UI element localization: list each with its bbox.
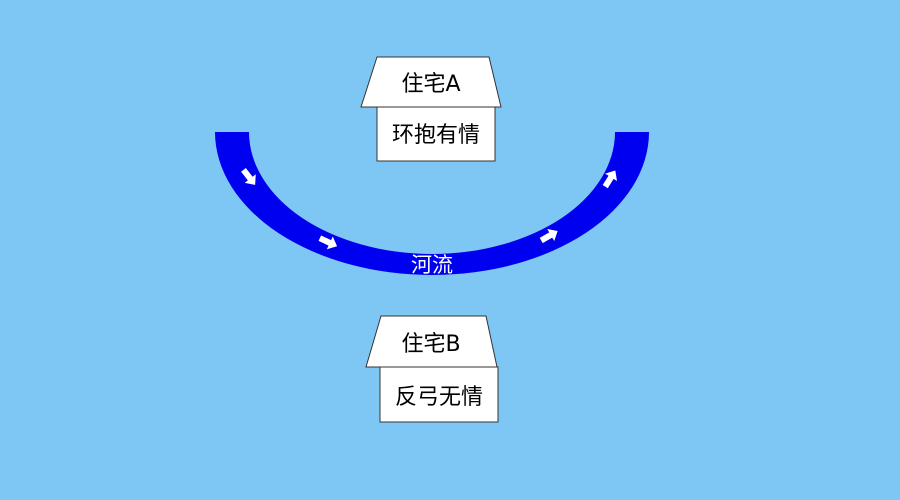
house-a-body-label: 环抱有情 [392,123,480,148]
house-b-body-label: 反弓无情 [395,385,483,410]
house-a-roof-label: 住宅A [401,72,460,97]
house-b: 住宅B 反弓无情 [365,315,499,423]
river-arrows [241,168,617,250]
house-b-body [379,366,499,423]
flow-direction-arrow-icon [602,170,617,189]
house-a-body [376,106,496,162]
flow-direction-arrow-icon [318,235,338,250]
house-a-roof [360,56,502,108]
river-label: 河流 [411,253,453,277]
flow-direction-arrow-icon [241,168,256,185]
flow-direction-arrow-icon [539,228,558,244]
house-b-roof-label: 住宅B [401,332,460,357]
house-a: 住宅A 环抱有情 [360,56,502,162]
